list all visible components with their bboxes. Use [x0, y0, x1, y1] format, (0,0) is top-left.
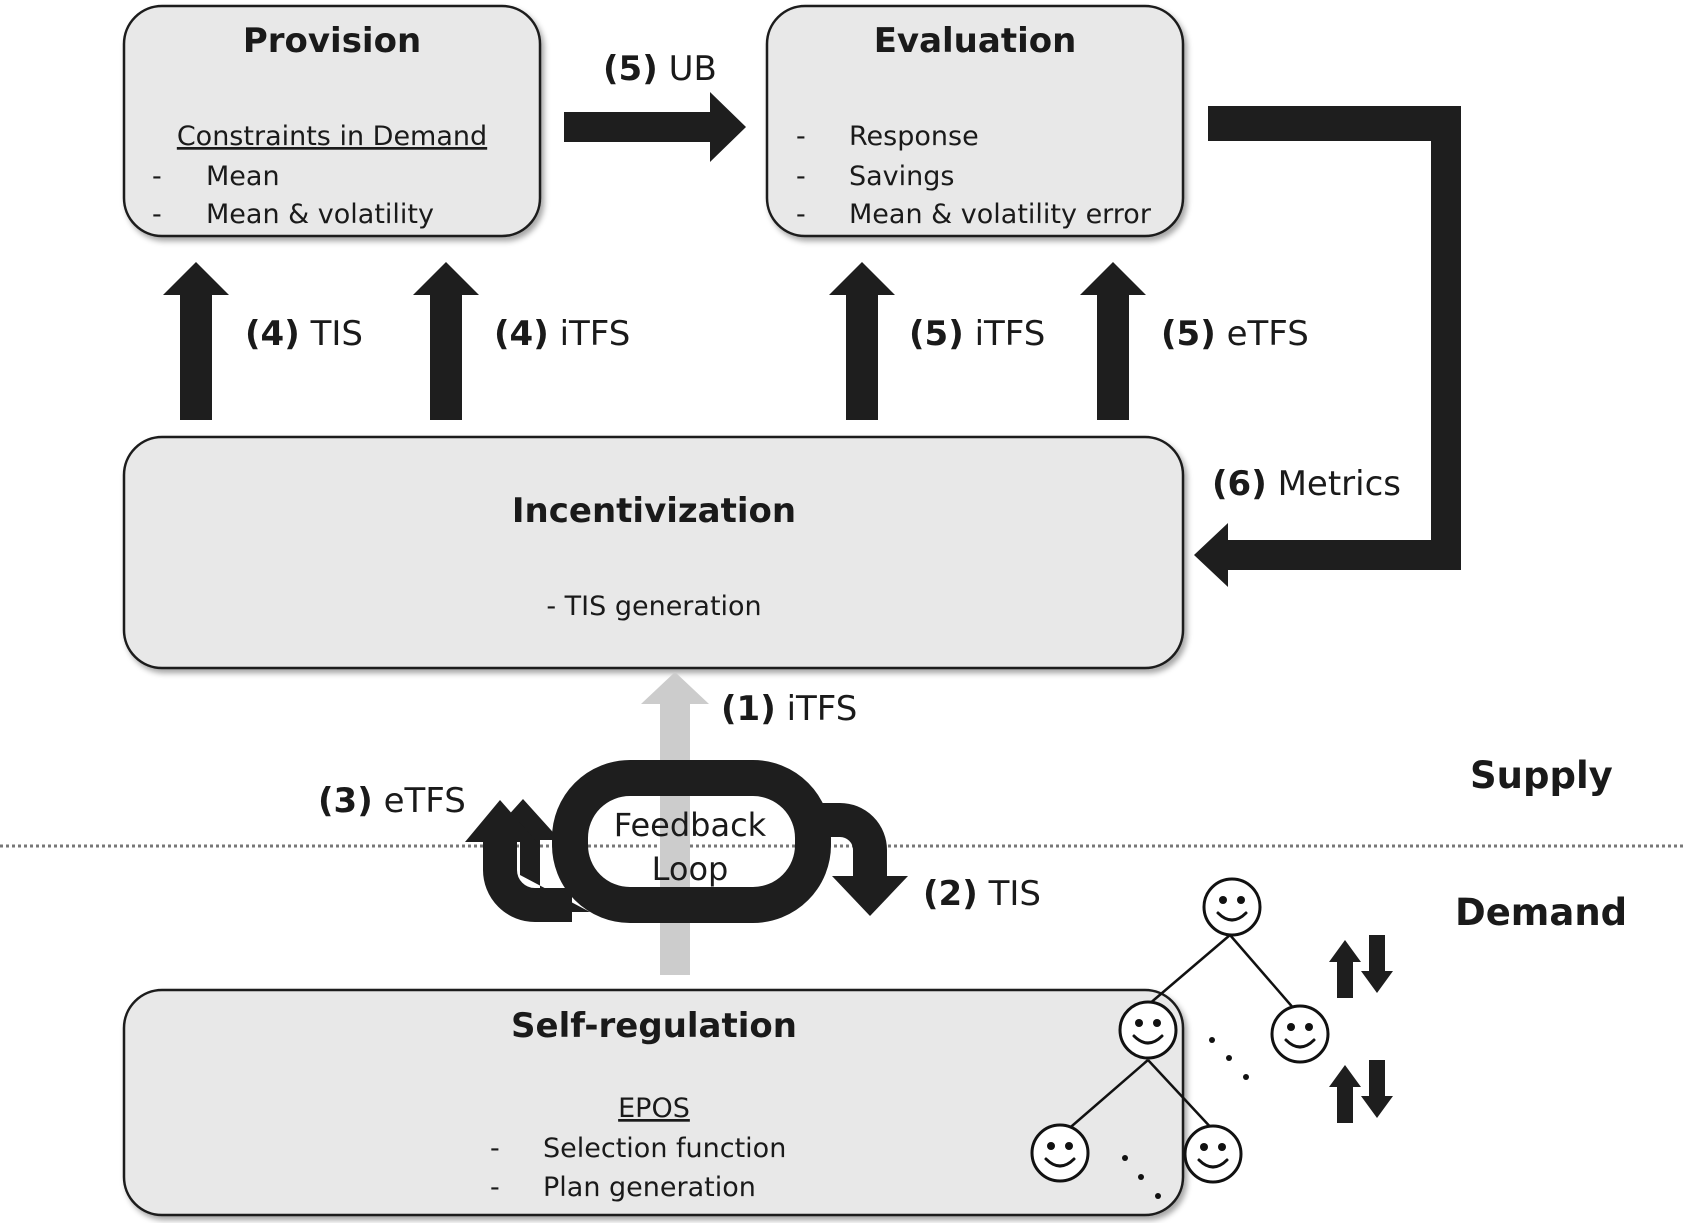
loop-etfs-label: (3) eTFS [318, 781, 466, 821]
agent-smiley-icon [1183, 1124, 1243, 1184]
self-regulation-bullet: - [490, 1172, 500, 1203]
feedback-loop: Feedback Loop [465, 760, 908, 923]
evaluation-bullet: - [796, 121, 806, 152]
loop-tis-label: (2) TIS [923, 874, 1041, 914]
evaluation-bullet: - [796, 161, 806, 192]
self-regulation-box: Self-regulation EPOS - Selection functio… [122, 988, 1185, 1217]
faded-itfs-up-arrow-icon [641, 672, 709, 975]
feedback-loop-ring [552, 760, 831, 923]
itfs-up-arrow-icon [413, 262, 479, 420]
self-regulation-subtitle: EPOS [618, 1093, 690, 1124]
itfs-up-arrow-icon [829, 262, 895, 420]
agent-smiley-icon [1030, 1123, 1090, 1183]
loop-right-arm [812, 803, 887, 876]
self-regulation-item-selection: Selection function [543, 1133, 786, 1164]
evaluation-box: Evaluation - Response - Savings - Mean &… [765, 4, 1185, 238]
agent-smiley-icon [1270, 1004, 1330, 1064]
self-regulation-bullet: - [490, 1133, 500, 1164]
provision-title: Provision [243, 21, 421, 61]
agent-smiley-icon [1118, 1000, 1178, 1060]
provision-item-mean: Mean [206, 161, 280, 192]
provision-box: Provision Constraints in Demand - Mean -… [122, 4, 542, 238]
provision-item-mean-volatility: Mean & volatility [206, 199, 434, 230]
evaluation-item-savings: Savings [849, 161, 954, 192]
provision-subtitle: Constraints in Demand [177, 121, 487, 152]
prov-itfs-label: (4) iTFS [494, 314, 630, 354]
incentivization-box: Incentivization - TIS generation [122, 435, 1185, 670]
incentivization-title: Incentivization [512, 491, 796, 531]
ellipsis-dots-icon [1122, 1037, 1249, 1199]
loop-itfs-label: (1) iTFS [721, 689, 857, 729]
loop-down-arrowhead-icon [832, 876, 908, 916]
evaluation-item-error: Mean & volatility error [849, 199, 1152, 230]
metrics-elbow-arrow-icon [1194, 106, 1461, 587]
up-down-arrows-icon [1329, 1060, 1393, 1123]
prov-tis-label: (4) TIS [245, 314, 363, 354]
agent-smiley-icon [1202, 877, 1262, 937]
self-regulation-title: Self-regulation [511, 1006, 797, 1046]
etfs-up-arrow-icon [1080, 262, 1146, 420]
provision-bullet: - [152, 161, 162, 192]
loop-up-arrowhead-icon [465, 800, 537, 842]
feedback-loop-line2: Loop [652, 850, 729, 888]
self-regulation-item-plan: Plan generation [543, 1172, 756, 1203]
evaluation-title: Evaluation [874, 21, 1077, 61]
eval-etfs-label: (5) eTFS [1161, 314, 1309, 354]
evaluation-bullet: - [796, 199, 806, 230]
ub-arrow-icon [564, 92, 746, 162]
tis-up-arrow-icon [163, 262, 229, 420]
up-down-arrows-icon [1329, 935, 1393, 998]
provision-bullet: - [152, 199, 162, 230]
eval-itfs-label: (5) iTFS [909, 314, 1045, 354]
supply-label: Supply [1470, 754, 1613, 797]
demand-label: Demand [1455, 891, 1627, 934]
agent-tree [1030, 877, 1330, 1199]
metrics-label: (6) Metrics [1212, 464, 1401, 504]
evaluation-item-response: Response [849, 121, 979, 152]
loop-left-arm [483, 840, 572, 922]
incentivization-item: - TIS generation [546, 591, 761, 622]
ub-label: (5) UB [603, 49, 717, 89]
feedback-loop-line1: Feedback [614, 806, 767, 844]
